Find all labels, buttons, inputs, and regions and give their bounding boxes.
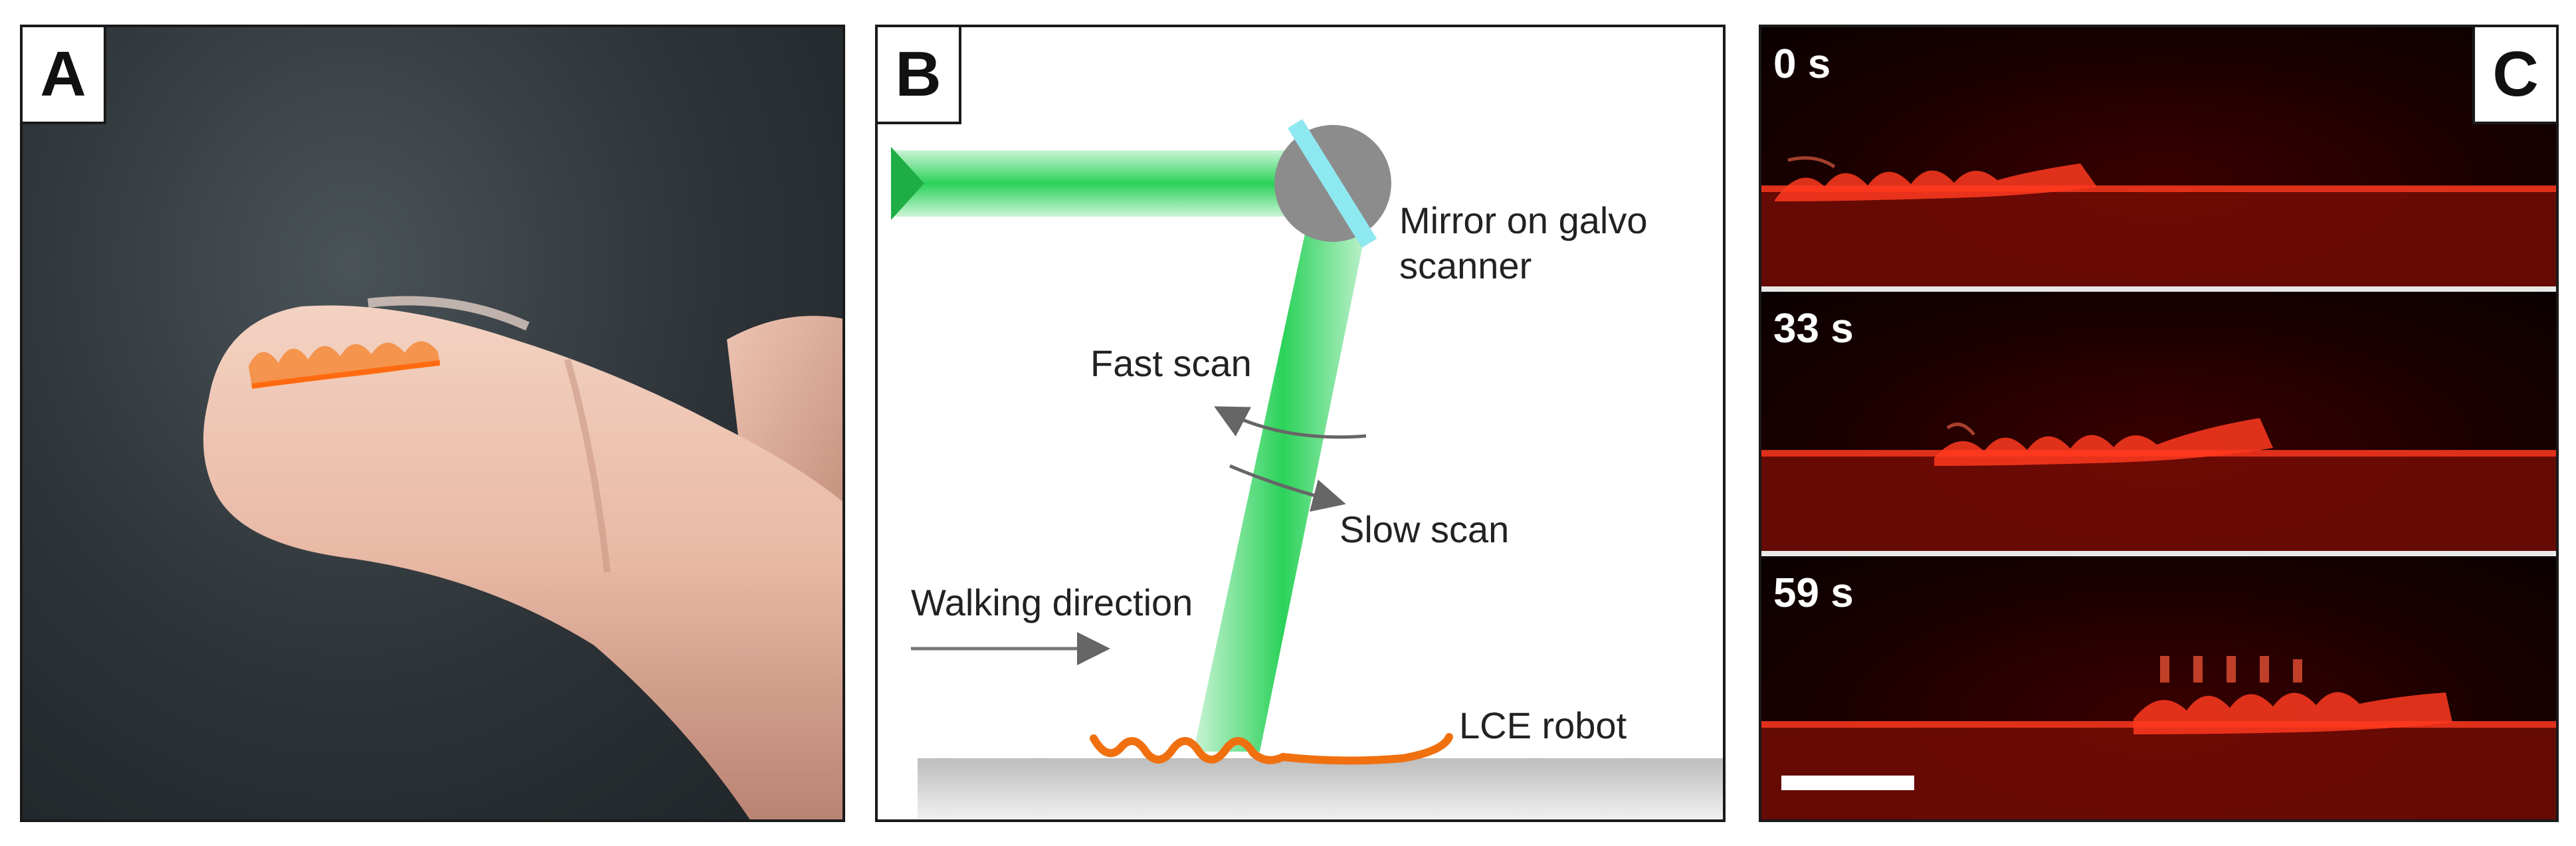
finger-photo [203,296,842,819]
time-label-0: 0 s [1773,41,1831,87]
panel-c: C 0 s 33 s [1759,25,2559,822]
mirror-label-line1: Mirror on galvo [1399,199,1647,241]
lce-robot-on-finger [248,341,441,389]
frame-divider [1761,286,2556,292]
robot-label: LCE robot [1459,704,1627,746]
slow-scan-arrow-icon [1229,464,1346,512]
walking-direction-label: Walking direction [911,582,1193,623]
fast-scan-arrow-icon [1214,406,1367,439]
scale-bar [1781,776,1914,790]
mirror-icon [1287,119,1377,248]
panel-label-c: C [2472,27,2556,124]
frame-divider [1761,551,2556,556]
background-finger [727,316,842,529]
mirror-label-line2: scanner [1399,245,1532,286]
fast-scan-label: Fast scan [1090,342,1252,384]
panel-a: A [20,25,845,822]
time-label-2: 59 s [1773,570,1854,616]
slow-scan-label: Slow scan [1339,508,1509,550]
panel-label-b: B [878,27,961,124]
panel-label-a: A [23,27,106,124]
frame-0-image [1761,156,2556,286]
frame-2: 59 s [1761,556,2556,819]
laser-beam-vertical [1193,197,1373,752]
frame-0: 0 s [1761,27,2556,286]
substrate [918,758,1723,819]
setup-schematic: Mirror on galvo scanner Fast scan Slow s… [891,119,1723,819]
panel-b: B [875,25,1726,822]
frame-1-image [1761,418,2556,551]
lce-robot-diagram [1090,733,1453,765]
laser-beam-horizontal [891,150,1330,217]
finger [203,305,842,819]
laser-source-icon [891,147,924,220]
frame-1: 33 s [1761,292,2556,551]
time-label-1: 33 s [1773,306,1854,352]
frame-2-image [1761,656,2556,819]
